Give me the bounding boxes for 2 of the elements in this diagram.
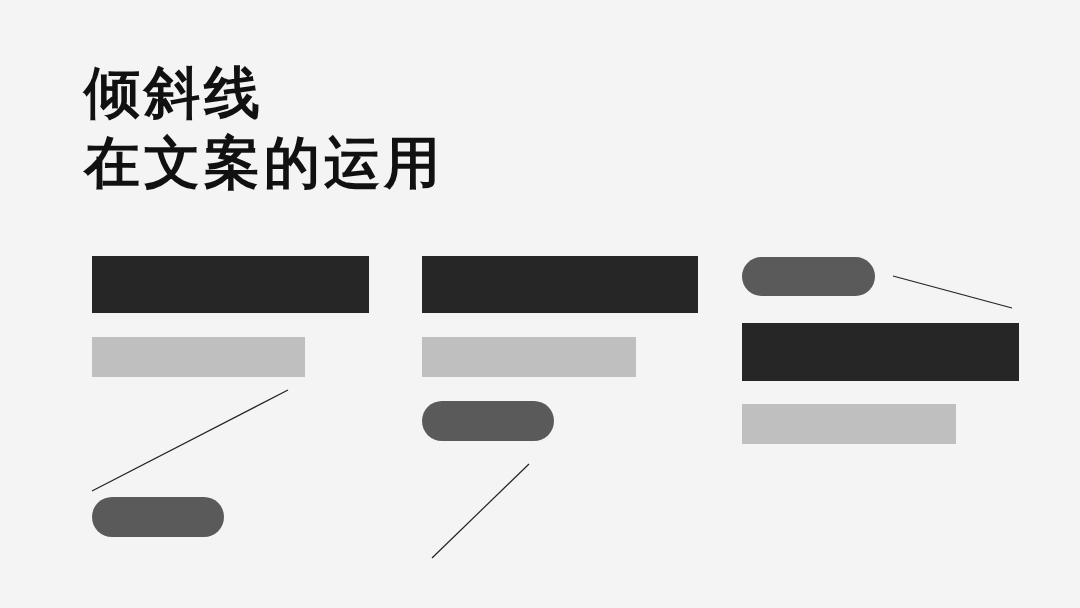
title: 倾斜线 xyxy=(84,62,264,124)
title-line: 在文案的运用 xyxy=(84,132,444,194)
